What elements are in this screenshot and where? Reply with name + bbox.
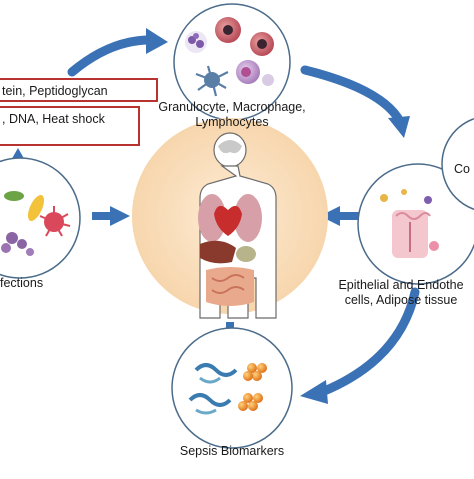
immune-cells-label: Granulocyte, Macrophage, Lymphocytes <box>142 100 322 130</box>
bacteria-icon <box>4 191 24 201</box>
damps-box-bottom: , DNA, Heat shock <box>0 106 140 146</box>
lung-left-icon <box>198 194 226 242</box>
protein-icon <box>194 363 238 377</box>
arrow-infections-to-body <box>92 206 130 226</box>
arrow-tissue-to-body <box>320 206 360 226</box>
human-body <box>132 118 328 319</box>
pamps-box-top: tein, Peptidoglycan <box>0 78 158 102</box>
liver-icon <box>200 240 236 264</box>
damps-box-bottom-text: , DNA, Heat shock <box>2 112 105 126</box>
tissue-circle <box>357 163 474 285</box>
biomarkers-circle <box>171 327 293 449</box>
dendritic-cell-icon <box>195 65 229 97</box>
infections-label: fections <box>0 276 44 290</box>
heart-icon <box>214 205 242 236</box>
right-cut-label: Co <box>454 162 470 176</box>
protein-icon-2 <box>188 393 232 407</box>
arrow-tissue-to-biomarkers <box>300 287 420 404</box>
bacteria-rod-icon <box>27 195 45 221</box>
infections-circle <box>0 157 81 279</box>
lung-right-icon <box>234 194 262 242</box>
fungi-icon <box>1 232 34 256</box>
immune-cells-circle <box>173 3 291 121</box>
stomach-icon <box>236 246 256 262</box>
tissue-label: Epithelial and Endothe cells, Adipose ti… <box>326 278 474 308</box>
arrow-immune-to-tissue <box>300 65 410 138</box>
tissue-label-line1: Epithelial and Endothe <box>338 278 464 292</box>
biomarkers-label: Sepsis Biomarkers <box>179 444 285 458</box>
virus-icon <box>39 206 71 237</box>
pamps-box-top-text: tein, Peptidoglycan <box>2 84 108 98</box>
tissue-label-line2: cells, Adipose tissue <box>344 293 458 307</box>
right-cut-circle <box>441 117 474 211</box>
arrow-infections-to-immune <box>67 28 168 77</box>
intestines-icon <box>206 267 254 306</box>
biomarker-cluster-icon <box>238 363 267 411</box>
brain-icon <box>218 140 242 154</box>
immune-cells-label-line1: Granulocyte, Macrophage, <box>158 100 306 114</box>
immune-cells-label-line2: Lymphocytes <box>195 115 269 129</box>
